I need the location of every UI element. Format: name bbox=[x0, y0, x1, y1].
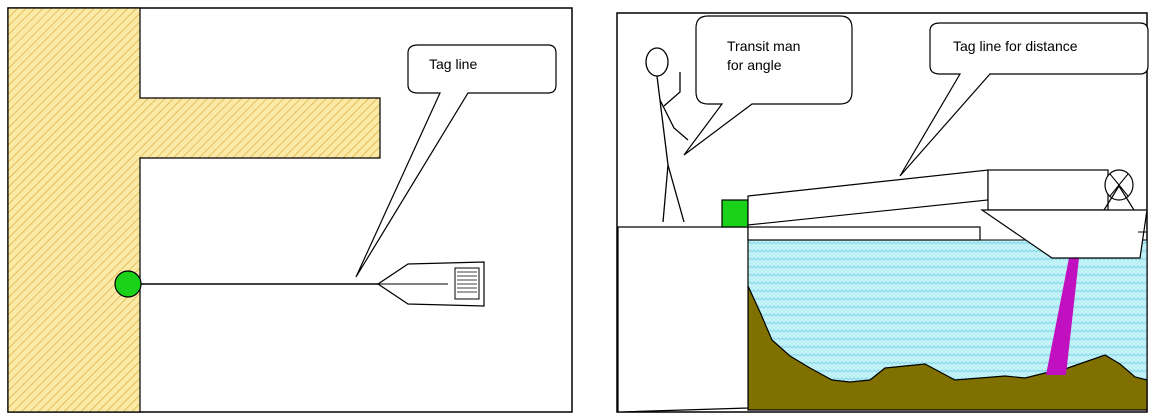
boat-cabin bbox=[987, 169, 1109, 211]
callout-tag-line-text: Tag line bbox=[429, 56, 477, 72]
elevation-view-panel: Transit man for angle Tag line for dista… bbox=[616, 12, 1149, 413]
callout-transit-man-text-line1: Transit man bbox=[727, 38, 800, 54]
callout-transit-man-text-line2: for angle bbox=[727, 57, 782, 73]
reference-marker-elevation bbox=[721, 199, 749, 228]
survey-boat-plan bbox=[376, 261, 485, 307]
sonar-beam bbox=[1046, 258, 1079, 375]
plan-view-panel: Tag line bbox=[7, 7, 573, 413]
transit-man-figure bbox=[645, 47, 689, 223]
reference-marker bbox=[114, 270, 142, 298]
boat-hull bbox=[980, 209, 1148, 259]
callout-tag-line: Tag line bbox=[355, 44, 557, 278]
callout-tag-line-distance: Tag line for distance bbox=[899, 22, 1149, 177]
survey-boat-elevation bbox=[980, 169, 1148, 259]
callout-tag-line-distance-text: Tag line for distance bbox=[953, 38, 1078, 54]
seabed bbox=[747, 285, 1148, 411]
tag-line-reel-icon bbox=[1103, 169, 1135, 211]
callout-transit-man: Transit man for angle bbox=[683, 15, 853, 156]
dock-deck-step bbox=[747, 226, 981, 241]
dock-plan-shape bbox=[7, 7, 381, 413]
dock-elevation bbox=[617, 226, 749, 413]
boat-console bbox=[454, 267, 480, 300]
